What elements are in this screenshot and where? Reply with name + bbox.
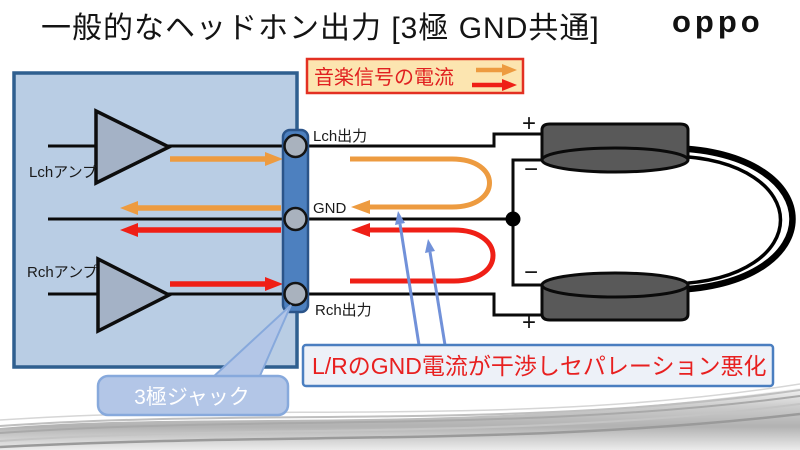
page-title: 一般的なヘッドホン出力 [3極 GND共通] — [41, 12, 600, 45]
rch-amp-label: Rchアンプ — [27, 264, 98, 281]
gnd-label: GND — [313, 200, 347, 217]
annotation-arrow-2 — [428, 251, 447, 346]
rch-out-current-arrowhead — [265, 277, 283, 291]
jack-contact-rch — [283, 281, 308, 307]
annotation-label: L/RのGND電流が干渉しセパレーション悪化 — [312, 353, 766, 379]
lch-plus-terminal: + — [522, 110, 536, 137]
annotation-arrowhead-1 — [395, 211, 405, 225]
rch-amp-triangle — [96, 256, 173, 334]
gnd-junction-dot — [505, 211, 521, 227]
legend: 音楽信号の電流 — [305, 57, 525, 95]
lch-driver-rim — [540, 146, 690, 174]
legend-label: 音楽信号の電流 — [314, 66, 454, 89]
legend-orange-arrowhead — [502, 64, 517, 76]
legend-box — [305, 57, 525, 95]
lch-amp-label: Lchアンプ — [29, 164, 97, 181]
rch-plus-terminal: + — [522, 309, 536, 336]
lch-gnd-return-arrowhead — [120, 201, 138, 215]
rch-output-label: Rch出力 — [315, 302, 372, 319]
lch-amp-triangle — [94, 108, 173, 186]
callout-label: 3極ジャック — [134, 386, 250, 409]
jack-callout: 3極ジャック — [96, 304, 292, 417]
headphone-drivers — [540, 122, 690, 322]
callout-box — [96, 374, 290, 417]
wire-rch-return — [511, 219, 542, 287]
headphone-band — [673, 144, 796, 294]
wires — [48, 132, 542, 317]
signal-current-arrows — [120, 152, 283, 291]
lch-output-label: Lch出力 — [313, 128, 367, 145]
annotation-box — [301, 343, 775, 388]
headband-inner-arc — [673, 154, 783, 286]
lch-loop-curve — [350, 156, 492, 210]
annotation-arrow-1 — [398, 223, 421, 346]
wire-lch-return — [511, 158, 542, 219]
headband-outer-arc — [673, 144, 796, 294]
wire-rch — [48, 292, 542, 317]
legend-red-arrowhead — [502, 79, 517, 91]
annotation: L/RのGND電流が干渉しセパレーション悪化 — [301, 211, 775, 388]
jack-contact-lch — [283, 133, 308, 159]
rch-minus-terminal: − — [524, 259, 538, 286]
jack-contact-gnd — [283, 206, 308, 232]
oppo-logo: oppo — [672, 4, 764, 39]
lch-minus-terminal: − — [524, 156, 538, 183]
rch-driver-rim — [540, 271, 690, 299]
rch-gnd-return-arrowhead — [120, 223, 138, 237]
lch-loop-arrowhead — [351, 200, 370, 214]
wire-lch — [48, 132, 542, 148]
rch-loop-arrowhead — [351, 223, 370, 237]
rch-loop-curve — [350, 227, 496, 284]
annotation-arrowhead-2 — [425, 239, 435, 253]
lch-out-current-arrowhead — [265, 152, 283, 166]
gnd-current-loops — [350, 156, 496, 284]
